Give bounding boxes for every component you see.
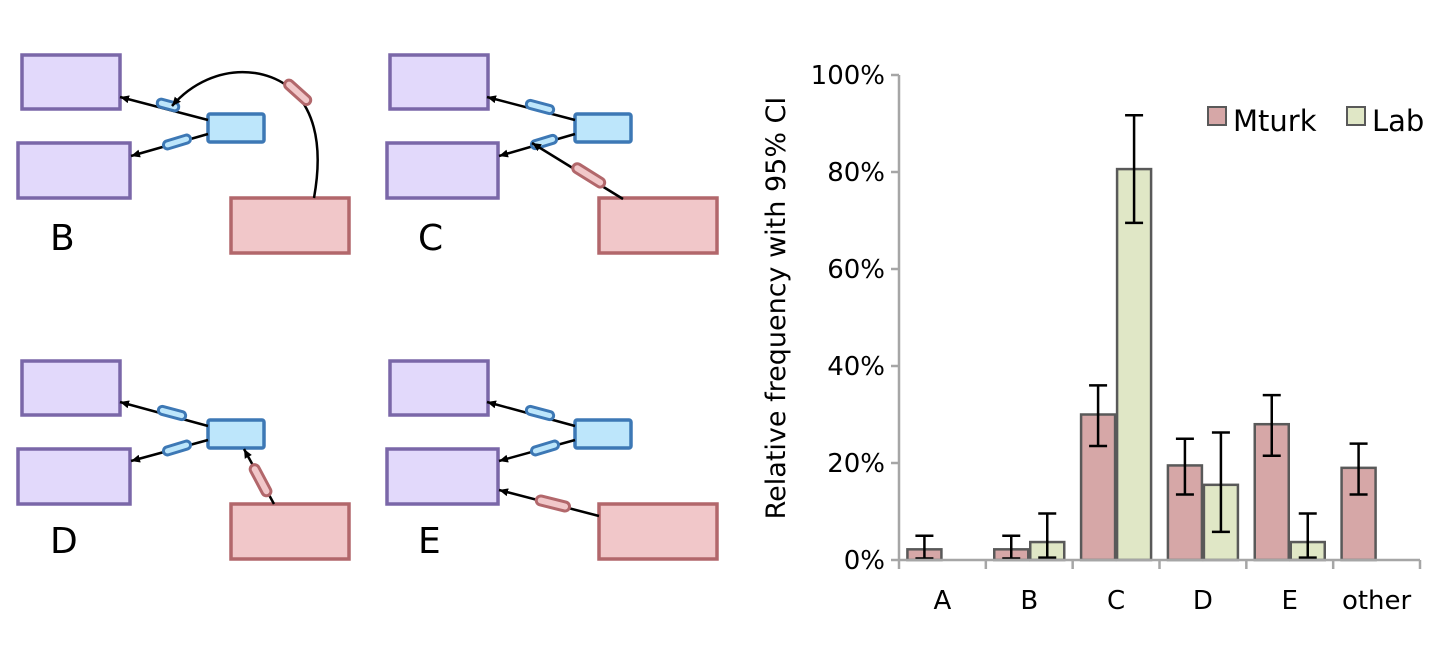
diagram-label: E bbox=[418, 521, 441, 562]
purple-box-lower bbox=[16, 141, 132, 200]
bar-chart: Relative frequency with 95% CI 0% 20% 40% 6… bbox=[761, 61, 1424, 616]
error-bar-mturk bbox=[1262, 393, 1281, 457]
purple-box-upper bbox=[388, 53, 490, 111]
purple-box-upper bbox=[388, 359, 490, 417]
y-tick-label: 40% bbox=[827, 352, 885, 382]
blue-dash bbox=[524, 98, 556, 116]
y-axis-title: Relative frequency with 95% CI bbox=[761, 97, 792, 520]
y-tick-label: 60% bbox=[827, 255, 885, 285]
purple-box-upper bbox=[20, 53, 122, 111]
diagram-c: C bbox=[385, 53, 719, 259]
red-dash bbox=[283, 78, 313, 107]
error-bar-mturk bbox=[1349, 442, 1368, 496]
diagram-d: D bbox=[16, 359, 351, 562]
diagram-label: B bbox=[50, 218, 75, 259]
legend: Mturk Lab bbox=[1207, 104, 1424, 138]
error-bar-lab bbox=[1038, 512, 1057, 559]
blue-dash bbox=[524, 404, 556, 422]
x-tick-label: A bbox=[934, 586, 952, 616]
purple-box-upper bbox=[20, 359, 122, 417]
legend-label-mturk: Mturk bbox=[1233, 104, 1317, 138]
x-tick-label: other bbox=[1342, 586, 1412, 616]
error-bar-mturk bbox=[1175, 437, 1194, 496]
y-tick-label: 100% bbox=[811, 61, 885, 91]
x-tick-label: B bbox=[1020, 586, 1038, 616]
blue-box bbox=[573, 112, 633, 144]
y-axis: 0% 20% 40% 60% 80% 100% bbox=[811, 61, 901, 576]
error-bar-lab bbox=[1211, 431, 1230, 534]
diagram-label: C bbox=[418, 218, 443, 259]
y-tick-label: 20% bbox=[827, 449, 885, 479]
legend-swatch-mturk bbox=[1207, 106, 1227, 126]
y-tick-label: 0% bbox=[844, 546, 885, 576]
diagram-b: B bbox=[16, 53, 351, 259]
purple-box-lower bbox=[385, 447, 500, 506]
red-box bbox=[597, 502, 719, 561]
blue-dash bbox=[529, 439, 561, 457]
error-bar-mturk bbox=[1089, 384, 1108, 448]
blue-dash bbox=[155, 97, 181, 113]
red-box bbox=[597, 196, 719, 255]
x-tick-label: C bbox=[1107, 586, 1125, 616]
y-tick-label: 80% bbox=[827, 158, 885, 188]
blue-dash bbox=[161, 133, 193, 151]
purple-box-lower bbox=[16, 447, 132, 506]
error-bars bbox=[915, 114, 1368, 560]
blue-box bbox=[206, 112, 266, 144]
bars bbox=[906, 167, 1377, 562]
curved-arrow bbox=[171, 70, 319, 199]
diagram-e: E bbox=[385, 359, 719, 562]
legend-swatch-lab bbox=[1346, 106, 1366, 126]
red-box bbox=[229, 502, 351, 561]
error-bar-lab bbox=[1125, 114, 1144, 225]
purple-box-lower bbox=[385, 141, 500, 200]
x-tick-label: E bbox=[1282, 586, 1298, 616]
error-bar-mturk bbox=[915, 534, 934, 560]
red-dash bbox=[248, 463, 273, 498]
red-box bbox=[229, 196, 351, 255]
diagram-label: D bbox=[50, 521, 78, 562]
bar-lab bbox=[1115, 167, 1153, 562]
blue-dash bbox=[156, 404, 188, 422]
legend-label-lab: Lab bbox=[1372, 104, 1424, 138]
error-bar-lab bbox=[1298, 512, 1317, 559]
error-bar-mturk bbox=[1002, 534, 1021, 560]
x-tick-label: D bbox=[1193, 586, 1213, 616]
blue-dash bbox=[529, 133, 559, 151]
red-dash bbox=[534, 494, 572, 513]
blue-dash bbox=[161, 439, 193, 457]
blue-box bbox=[573, 418, 633, 450]
blue-box bbox=[206, 418, 266, 450]
red-dash bbox=[571, 162, 607, 189]
